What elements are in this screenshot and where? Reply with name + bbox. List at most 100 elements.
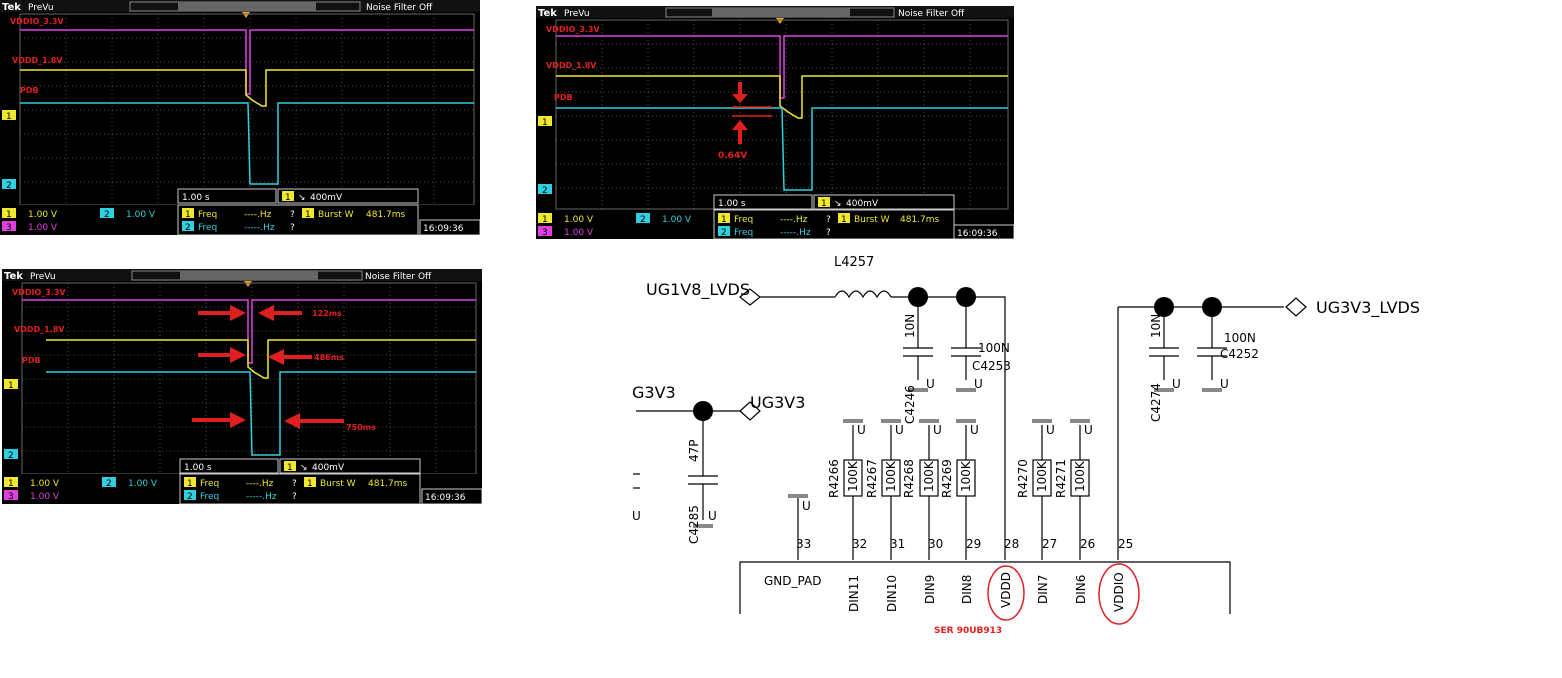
delay-annotation-3: 750ms [346, 423, 376, 432]
ch3-scale: 1.00 V [30, 492, 60, 502]
voltage-annotation: 0.64V [718, 151, 747, 161]
vddio-trace [22, 299, 476, 364]
vddio-trace [20, 29, 474, 95]
clock-readout: 16:09:36 [423, 224, 464, 234]
trigger-level: 400mV [312, 463, 345, 473]
cap-ref: C4246 [903, 385, 917, 424]
oscilloscope-capture-2: Tek PreVu Noise Filter Off 0.64V VDDIO_3… [536, 6, 1014, 239]
ch1-id: 1 [6, 210, 12, 220]
noise-filter-label: Noise Filter Off [365, 272, 432, 282]
scope-screen: Tek PreVu Noise Filter Off 0.64V VDDIO_3… [536, 6, 1014, 239]
pin-number: 28 [1004, 537, 1019, 551]
ch1-marker: 1 [542, 118, 548, 128]
ch3-scale: 1.00 V [28, 223, 58, 233]
ground-label: U [974, 377, 983, 391]
pdb-label: PDB [554, 93, 573, 102]
noise-filter-label: Noise Filter Off [366, 3, 433, 13]
resistor-ref: R4267 [865, 459, 879, 498]
junction-dot [908, 287, 928, 307]
ch1-scale: 1.00 V [564, 215, 594, 225]
noise-filter-label: Noise Filter Off [898, 9, 965, 19]
cap-ref: C4274 [1149, 383, 1163, 422]
burst-value: 481.7ms [366, 210, 406, 220]
ground-label: U [857, 423, 866, 437]
ground-label: U [895, 423, 904, 437]
left-arrow-icon [268, 349, 312, 365]
ground-label: U [1084, 423, 1093, 437]
pin-name: GND_PAD [764, 574, 821, 588]
ch1-marker: 1 [8, 381, 14, 391]
mode-label: PreVu [30, 272, 56, 282]
meas2-value: -----.Hz [244, 223, 275, 233]
burst-ch: 1 [307, 479, 313, 489]
vddio-label: VDDIO_3.3V [546, 25, 600, 34]
ch2-scale: 1.00 V [662, 215, 692, 225]
inductor-ref: L4257 [834, 255, 874, 270]
ch2-scale: 1.00 V [126, 210, 156, 220]
ground-symbols [693, 388, 1222, 528]
trigger-channel: 1 [285, 193, 291, 203]
ch2-marker: 2 [6, 181, 12, 191]
meas1-label: Freq [734, 215, 753, 225]
cap-ref: C4252 [1220, 347, 1259, 361]
ch2-id: 2 [104, 210, 110, 220]
mode-label: PreVu [564, 9, 590, 19]
meas2-label: Freq [198, 223, 217, 233]
burst-value: 481.7ms [900, 215, 940, 225]
meas1-label: Freq [198, 210, 217, 220]
pin-number: 29 [966, 537, 981, 551]
meas2-ch: 2 [185, 223, 191, 233]
meas1-label: Freq [200, 479, 219, 489]
clock-readout: 16:09:36 [957, 229, 998, 239]
pdb-label: PDB [22, 356, 41, 365]
scope-screen: Tek PreVu Noise Filter Off 122ms 486ms 7… [2, 269, 482, 504]
ch3-scale: 1.00 V [564, 228, 594, 238]
chip-label: SER 90UB913 [934, 626, 1002, 636]
ground-label: U [802, 499, 811, 513]
vddd-trace [46, 339, 476, 379]
pin-name: DIN10 [885, 575, 899, 612]
meas2-ch: 2 [721, 228, 727, 238]
ch3-id: 3 [542, 228, 548, 238]
trigger-slope-icon: ↘ [834, 199, 842, 209]
trigger-channel: 1 [821, 199, 827, 209]
mode-label: PreVu [28, 3, 54, 13]
net-label-ug3v3-left: G3V3 [632, 383, 676, 402]
ch2-marker: 2 [542, 186, 548, 196]
right-arrow-icon [198, 347, 246, 363]
cap-value: 100N [1224, 331, 1256, 345]
vddd-label: VDDD_1.8V [12, 56, 63, 65]
resistor-ref: R4271 [1054, 459, 1068, 498]
meas1-flag: ? [290, 210, 295, 220]
trigger-slope-icon: ↘ [300, 463, 308, 473]
highlight-circle [1098, 563, 1140, 625]
meas2-value: -----.Hz [780, 228, 811, 238]
oscilloscope-capture-1: Tek PreVu Noise Filter Off VDDIO_3.3V VD… [0, 0, 480, 235]
ch1-id: 1 [8, 479, 14, 489]
resistor-ref: R4270 [1016, 459, 1030, 498]
pin-name: DIN6 [1074, 575, 1088, 604]
junction-dot [956, 287, 976, 307]
pdb-trace [556, 107, 1008, 191]
burst-ch: 1 [841, 215, 847, 225]
trigger-channel: 1 [287, 463, 293, 473]
resistor-ref: R4266 [827, 459, 841, 498]
brand-label: Tek [4, 271, 23, 282]
pin-number: 30 [928, 537, 943, 551]
burst-ch: 1 [305, 210, 311, 220]
ground-label: U [1172, 377, 1181, 391]
net-port-icon [739, 288, 761, 306]
cap-value: 47P [687, 439, 701, 462]
vddd-trace [20, 69, 474, 107]
trigger-level: 400mV [310, 193, 343, 203]
timebase-readout: 1.00 s [718, 199, 746, 209]
highlight-circle [987, 565, 1025, 621]
meas1-ch: 1 [185, 210, 191, 220]
meas2-label: Freq [734, 228, 753, 238]
cap-value: 100N [978, 341, 1010, 355]
meas2-flag: ? [826, 228, 831, 238]
resistor-ref: R4268 [902, 459, 916, 498]
resistor-value: 100K [846, 460, 860, 492]
resistor-value: 100K [922, 460, 936, 492]
pin-number: 26 [1080, 537, 1095, 551]
